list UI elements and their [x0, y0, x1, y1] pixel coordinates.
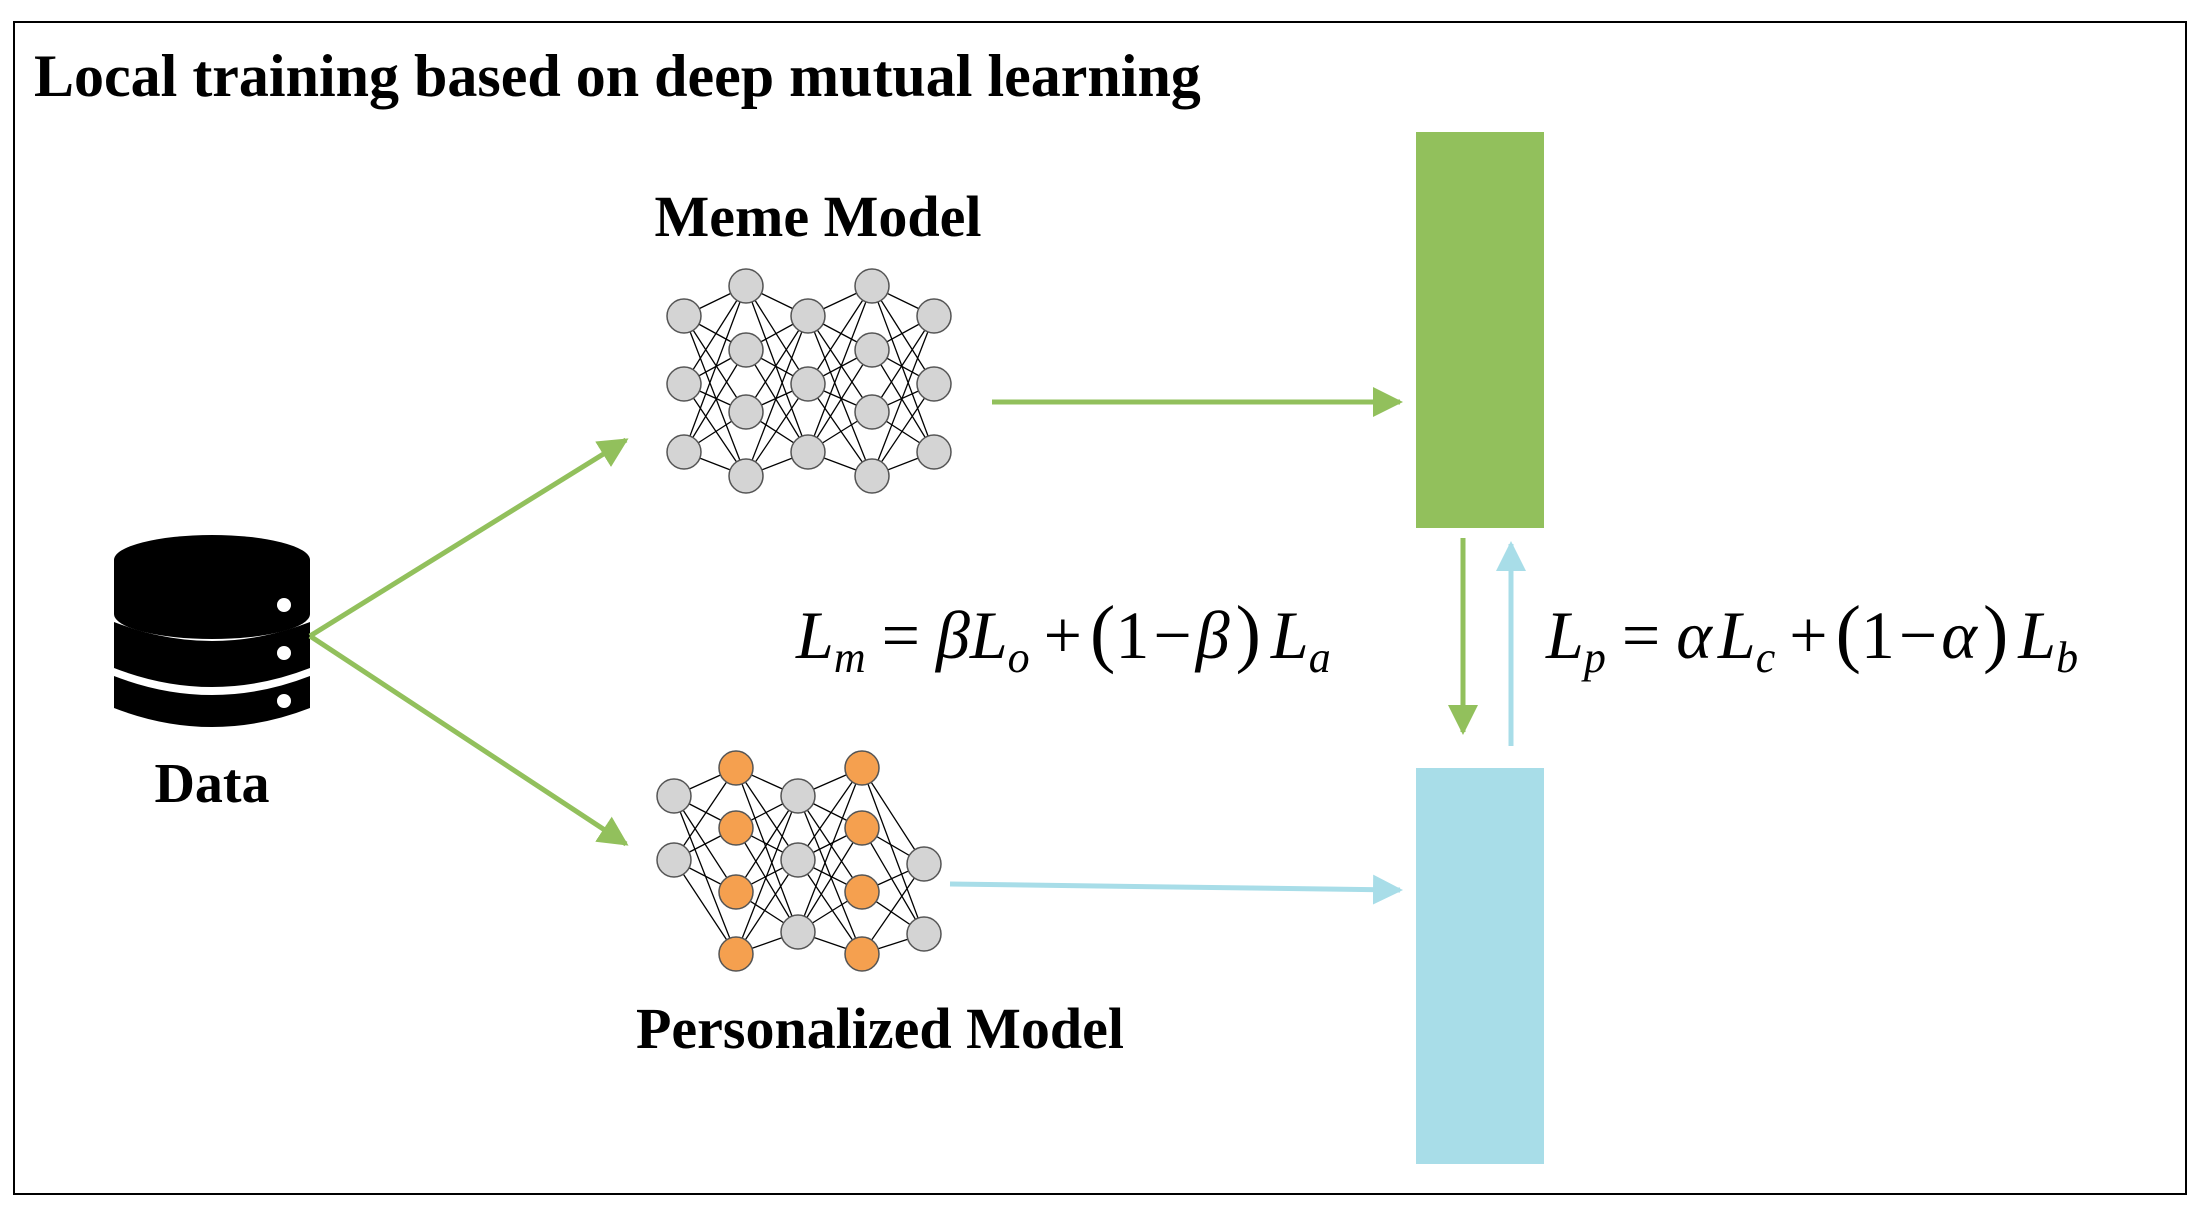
network-edge [673, 859, 737, 955]
network-edge [745, 383, 809, 477]
data-label: Data [154, 753, 269, 815]
network-node [718, 874, 754, 910]
network-node [854, 268, 890, 304]
network-edge [735, 827, 799, 933]
network-edge [673, 767, 737, 861]
network-node [656, 778, 692, 814]
personalized-loss-formula: Lp=αLc+(1−α)Lb [1545, 591, 2078, 682]
network-node [666, 366, 702, 402]
network-edge [871, 349, 935, 453]
network-edge [745, 315, 809, 477]
personalized-network-icon [656, 750, 942, 972]
network-edge [735, 859, 799, 955]
network-node [854, 332, 890, 368]
database-icon [114, 535, 310, 727]
network-edge [745, 315, 809, 413]
network-node [854, 394, 890, 430]
network-edge [871, 315, 935, 413]
network-edge [871, 285, 935, 385]
network-edge [871, 383, 935, 477]
network-edge [683, 315, 747, 413]
meme-output-bar [1416, 132, 1544, 528]
network-node [780, 914, 816, 950]
network-edge [673, 795, 737, 955]
network-edge [861, 767, 925, 865]
network-node [790, 298, 826, 334]
network-node [718, 810, 754, 846]
network-edge [871, 285, 935, 453]
meme-network-icon [666, 268, 952, 494]
network-edge [807, 285, 873, 385]
network-edge [807, 315, 873, 413]
network-edge [735, 795, 799, 955]
meme-model-label: Meme Model [655, 184, 982, 249]
network-node [780, 842, 816, 878]
network-node [780, 778, 816, 814]
network-node [790, 434, 826, 470]
network-node [854, 458, 890, 494]
network-node [916, 434, 952, 470]
network-edge [807, 383, 873, 477]
network-edge [797, 859, 863, 955]
network-edge [683, 315, 747, 477]
network-edge [735, 795, 799, 893]
network-edge [745, 285, 809, 385]
network-edge [745, 349, 809, 453]
network-edge [683, 285, 747, 385]
network-edge [797, 767, 863, 861]
network-edge [861, 767, 925, 935]
network-node [656, 842, 692, 878]
network-edge [807, 349, 873, 453]
network-node [728, 394, 764, 430]
network-edge [745, 285, 809, 453]
diagram-title: Local training based on deep mutual lear… [34, 43, 1201, 109]
network-edge [797, 827, 863, 933]
network-edge [683, 285, 747, 453]
network-node [666, 298, 702, 334]
frame-border [13, 21, 2187, 1195]
network-edge [861, 863, 925, 955]
network-edge [871, 315, 935, 477]
network-edge [797, 795, 863, 955]
network-node [790, 366, 826, 402]
personalized-output-bar [1416, 768, 1544, 1164]
network-node [916, 366, 952, 402]
network-node [844, 874, 880, 910]
network-node [906, 916, 942, 952]
arrow-personalized-to-output [949, 874, 1403, 905]
network-node [718, 750, 754, 786]
network-node [728, 268, 764, 304]
network-edge [735, 767, 799, 861]
arrow-data-to-personalized [308, 633, 629, 847]
arrow-data-to-meme [308, 437, 629, 639]
network-edge [807, 315, 873, 477]
network-node [844, 810, 880, 846]
network-node [666, 434, 702, 470]
network-node [728, 332, 764, 368]
network-node [916, 298, 952, 334]
network-edge [683, 383, 747, 477]
network-edge [797, 767, 863, 933]
network-node [906, 846, 942, 882]
network-edge [807, 285, 873, 453]
network-node [728, 458, 764, 494]
network-edge [861, 827, 925, 935]
network-node [718, 936, 754, 972]
personalized-model-label: Personalized Model [636, 996, 1124, 1061]
network-edge [683, 349, 747, 453]
meme-loss-formula: Lm=βLo+(1−β)La [795, 591, 1331, 682]
network-node [844, 936, 880, 972]
network-edge [735, 767, 799, 933]
network-node [844, 750, 880, 786]
